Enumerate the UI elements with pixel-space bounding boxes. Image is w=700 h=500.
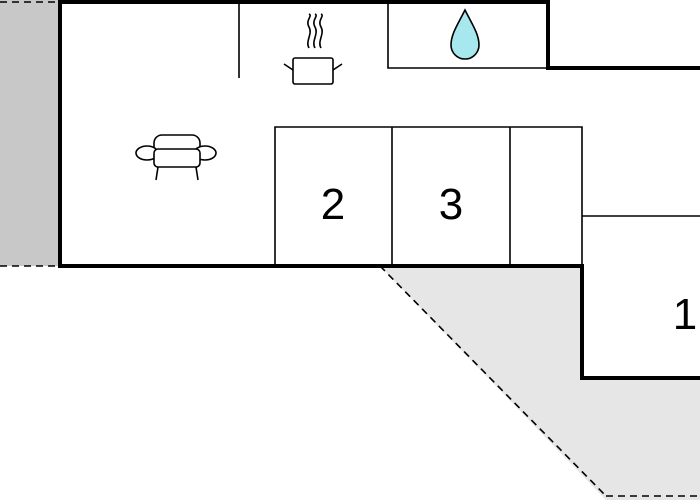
exterior-wall-area [0,0,60,266]
cooking-pot-icon [283,13,343,85]
water-drop-icon [450,8,480,60]
room-2-label: 2 [321,180,345,229]
outer-wall [58,0,700,380]
terrace-area [380,266,700,500]
dashed-terrace-edge [379,265,607,497]
room-1-label: 1 [673,290,697,339]
room-3-label: 3 [439,180,463,229]
bedroom-block-wall [274,126,583,266]
sofa-icon [135,134,217,181]
bathroom-wall [387,2,548,69]
top-wall [60,0,700,70]
